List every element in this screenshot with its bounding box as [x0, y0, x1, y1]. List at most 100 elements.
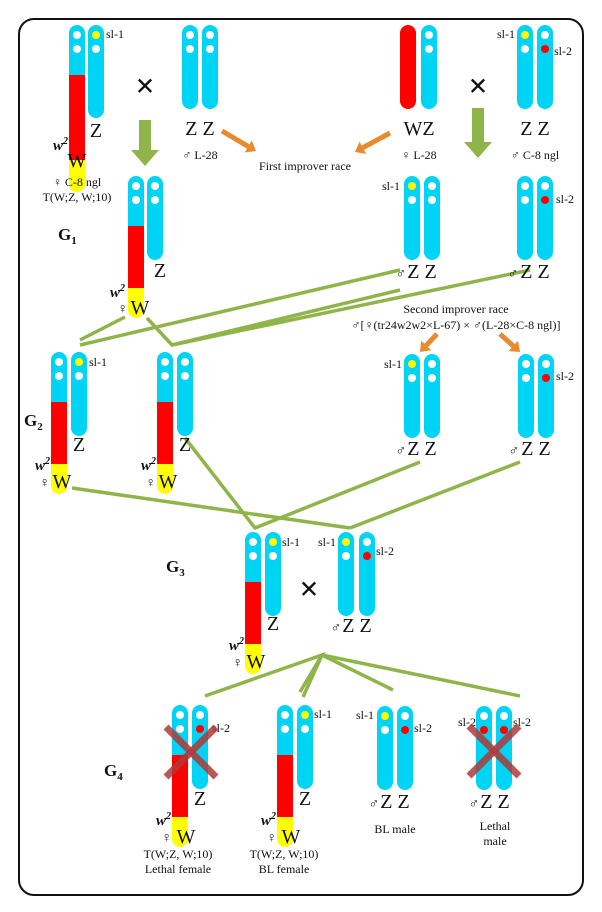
locus-dot — [161, 372, 169, 380]
lethal-cross-icon — [466, 723, 522, 779]
g2-female-b-z-chromosome — [177, 352, 193, 436]
w-z-segment — [277, 705, 293, 763]
w-label: W — [177, 826, 196, 848]
orange-arrow-shaft — [220, 128, 250, 149]
orange-arrow-head-icon — [420, 340, 432, 352]
parent-male-c8-name: ♂ C-8 ngl — [511, 148, 560, 162]
locus-dot — [176, 711, 184, 719]
g4-bl-female-status: BL female — [259, 862, 310, 876]
sl1-label: sl-1 — [497, 27, 515, 41]
locus-dot — [132, 182, 140, 190]
generation-subscript: 1 — [71, 235, 77, 247]
sl1-locus-dot — [269, 538, 277, 546]
zz-label: Z Z — [380, 791, 409, 813]
w-z-segment — [51, 352, 67, 410]
locus-dot — [342, 552, 350, 560]
parent-female-c8-name: ♀ C-8 ngl — [53, 175, 102, 189]
male-symbol: ♂ — [509, 444, 520, 459]
locus-dot — [55, 372, 63, 380]
chromosomes — [51, 25, 554, 847]
g4-bl-male-z1 — [377, 706, 393, 790]
first-improver-race-label: First improver race — [259, 159, 351, 173]
diagram-frame — [18, 18, 584, 896]
locus-dot — [249, 552, 257, 560]
w2-superscript: 2 — [165, 811, 171, 822]
sl1-locus-dot — [408, 360, 416, 368]
parent-female-c8-z-chromosome — [88, 25, 104, 118]
generation-label-g1: G1 — [58, 225, 77, 247]
locus-dot — [301, 725, 309, 733]
w2-superscript: 2 — [44, 456, 50, 467]
w2-superscript: 2 — [119, 283, 125, 294]
g3-female-z-chromosome — [265, 532, 281, 616]
locus-dot — [281, 725, 289, 733]
w2-label: w2 — [229, 636, 244, 654]
locus-dot — [401, 712, 409, 720]
sl1-locus-dot — [75, 358, 83, 366]
sl1-locus-dot — [92, 31, 100, 39]
w-z-segment — [128, 176, 144, 234]
parent-male-l28-z2 — [202, 25, 218, 109]
z-label: Z — [90, 120, 102, 142]
g4-lethal-male-status-line1: Lethal — [480, 819, 511, 833]
w2-label: w2 — [141, 456, 156, 474]
sl2-locus-dot — [541, 196, 549, 204]
orange-arrow-shaft — [498, 332, 515, 348]
arrows — [131, 108, 520, 352]
locus-dot — [186, 31, 194, 39]
locus-dot — [425, 31, 433, 39]
z-label: Z — [179, 434, 191, 456]
line-g1f-to-g2a — [79, 315, 126, 342]
sl2-locus-dot — [363, 552, 371, 560]
female-symbol: ♀ — [40, 476, 51, 491]
w-label: W — [131, 297, 150, 319]
second-improver-race-formula: ♂[♀(tr24w2w2×L-67) × ♂(L-28×C-8 ngl)] — [352, 318, 561, 332]
wz-label: WZ — [403, 118, 434, 140]
w2-label: w2 — [261, 811, 276, 829]
g2-male-b-z1 — [518, 354, 534, 438]
sl1-locus-dot — [301, 711, 309, 719]
locus-dot — [55, 358, 63, 366]
w2-label: w2 — [156, 811, 171, 829]
locus-dot — [181, 372, 189, 380]
locus-dot — [521, 45, 529, 53]
female-symbol: ♀ — [267, 831, 278, 846]
parent-male-l28-z1 — [182, 25, 198, 109]
parent-female-l28-name: ♀ L-28 — [401, 148, 436, 162]
w2-marker-segment — [128, 288, 144, 318]
w2-superscript: 2 — [238, 636, 244, 647]
locus-dot — [381, 726, 389, 734]
g2-female-b-w-chromosome — [157, 352, 173, 494]
g4-lethal-female-translocation: T(W;Z, W;10) — [144, 847, 213, 861]
parent-male-l28-name: ♂ L-28 — [182, 148, 217, 162]
locus-dot — [281, 711, 289, 719]
g4-bl-female-w-chromosome — [277, 705, 293, 847]
sl2-locus-dot — [500, 726, 508, 734]
locus-dot — [132, 196, 140, 204]
g1-male-b-z1 — [517, 176, 533, 260]
g4-bl-female-translocation: T(W;Z, W;10) — [250, 847, 319, 861]
line-g2b-to-g3f — [183, 436, 421, 531]
w2-superscript: 2 — [150, 456, 156, 467]
parent-female-c8-translocation: T(W;Z, W;10) — [43, 190, 112, 204]
line-g2m2-to-g3m — [349, 460, 521, 530]
zz-label: Z Z — [342, 615, 371, 637]
g4-bl-male-z2 — [397, 706, 413, 790]
sl1-locus-dot — [408, 182, 416, 190]
orange-arrow-head-icon — [355, 141, 367, 154]
sl1-label: sl-1 — [356, 708, 374, 722]
locus-dot — [249, 538, 257, 546]
parent-male-c8-z1 — [517, 25, 533, 109]
z-label: Z — [154, 260, 166, 282]
locus-dot — [500, 712, 508, 720]
sl1-locus-dot — [521, 31, 529, 39]
orange-arrow-head-icon — [244, 140, 256, 153]
parent-male-c8-z2 — [537, 25, 553, 109]
z-label: Z — [267, 613, 279, 635]
male-symbol: ♂ — [469, 797, 480, 812]
g2-male-b-z2 — [538, 354, 554, 438]
female-symbol: ♀ — [118, 302, 129, 317]
g3-female-w-chromosome — [245, 532, 261, 674]
w2-label: w2 — [110, 283, 125, 301]
cross-lines — [71, 268, 531, 698]
